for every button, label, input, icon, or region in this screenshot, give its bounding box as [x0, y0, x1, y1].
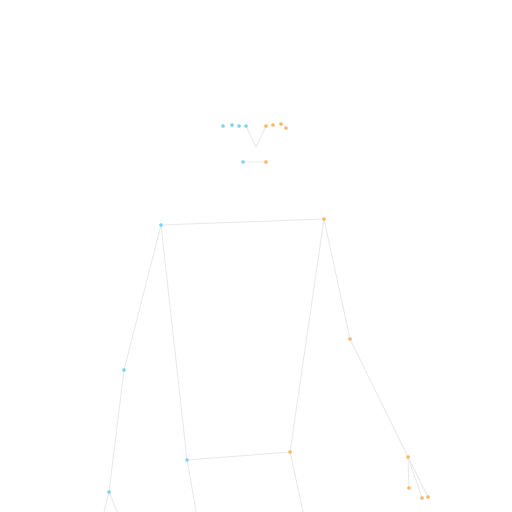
joint-l-mouth-corner	[264, 160, 268, 164]
bone-r-shoulder-to-r-hip	[160, 224, 188, 461]
bone-nose-tip-to-l-eyebrow-1	[255, 125, 267, 148]
joints-layer	[107, 122, 430, 500]
bone-r-hip-down	[186, 459, 197, 512]
bone-l-shoulder-to-l-elbow	[323, 218, 351, 340]
bones-layer	[103, 125, 429, 512]
joint-r-hip	[185, 458, 189, 462]
joint-r-shoulder	[159, 223, 163, 227]
joint-l-wrist	[406, 455, 410, 459]
joint-l-hand-1	[407, 486, 411, 490]
joint-r-eyebrow-1	[221, 124, 225, 128]
joint-r-elbow	[122, 368, 126, 372]
bone-r-wrist-down-2	[108, 491, 118, 512]
joint-l-eyebrow-1	[264, 124, 268, 128]
joint-l-eyebrow-4	[284, 126, 288, 130]
bone-l-hip-down	[289, 451, 304, 512]
bone-l-shoulder-to-l-hip	[289, 218, 325, 453]
bone-l-elbow-to-l-wrist	[349, 338, 409, 458]
bone-l-wrist-to-l-hand-3	[407, 456, 429, 498]
joint-l-hand-2	[420, 496, 424, 500]
bone-l-wrist-to-l-hand-2	[407, 456, 423, 499]
joint-r-eyebrow-2	[230, 123, 234, 127]
joint-r-eyebrow-3	[237, 124, 241, 128]
joint-l-eyebrow-2	[271, 123, 275, 127]
joint-l-shoulder	[322, 217, 326, 221]
joint-r-mouth-corner	[241, 160, 245, 164]
bone-r-hip-to-l-hip	[186, 451, 291, 461]
joint-r-wrist	[107, 490, 111, 494]
joint-l-eyebrow-3	[279, 122, 283, 126]
joint-l-elbow	[348, 337, 352, 341]
bone-r-shoulder-to-l-shoulder	[160, 218, 325, 226]
bone-r-shoulder-to-r-elbow	[123, 224, 162, 371]
joint-l-hip	[288, 450, 292, 454]
joint-l-hand-3	[426, 495, 430, 499]
bone-l-wrist-to-l-hand-1	[407, 456, 410, 489]
bone-r-wrist-down-1	[103, 491, 110, 512]
joint-r-eyebrow-4	[244, 124, 248, 128]
bone-r-eyebrow-4-to-nose-tip	[245, 125, 257, 148]
bone-r-elbow-to-r-wrist	[108, 369, 125, 493]
